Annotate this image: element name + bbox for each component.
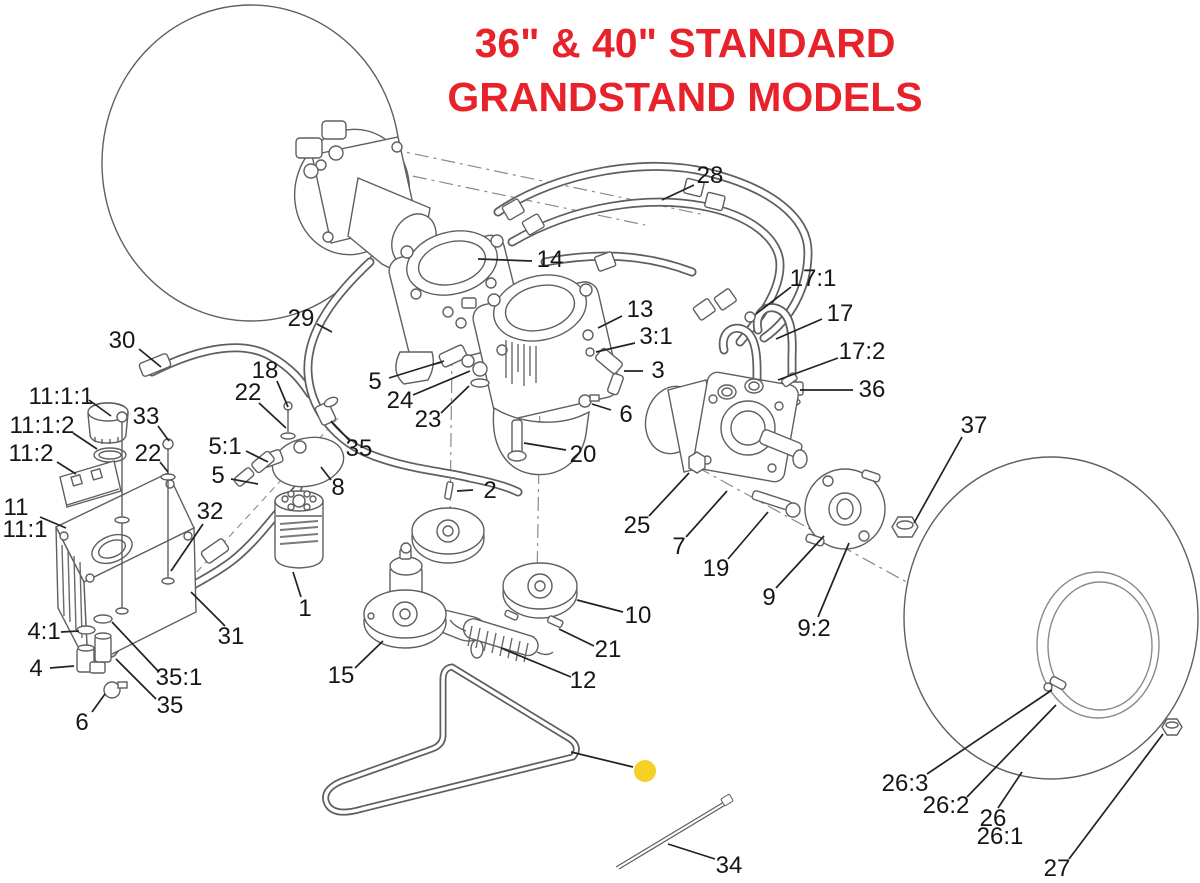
- hose-28: [493, 161, 813, 347]
- fitting-3: [585, 347, 624, 396]
- wheel-motor-7: [644, 371, 808, 518]
- filter-head-8: [233, 396, 345, 488]
- spring-12: [449, 618, 554, 663]
- pulley-10: [502, 562, 578, 629]
- belt-16: [322, 663, 580, 816]
- hose-30: [138, 343, 315, 399]
- leader-lines: [39, 184, 1164, 860]
- lug-nut-27: [1161, 718, 1183, 736]
- title-line-2: GRANDSTAND MODELS: [447, 74, 923, 121]
- page-title: 36" & 40" STANDARD GRANDSTAND MODELS: [420, 16, 950, 124]
- tank-fittings: [76, 614, 128, 699]
- valve-stem: [1043, 676, 1067, 692]
- cable-tie-34: [615, 794, 734, 870]
- highlight-dot[interactable]: [634, 760, 656, 782]
- pump-13: [472, 274, 620, 476]
- left-wheel-motor: [293, 120, 437, 271]
- title-line-1: 36" & 40" STANDARD: [474, 20, 896, 66]
- pulley-2: [411, 481, 485, 564]
- oil-filter-1: [274, 490, 324, 569]
- lug-nut-37: [891, 516, 919, 538]
- fitting-5-24-23: [438, 344, 490, 388]
- tank-decal: [59, 460, 122, 508]
- clamp-6-right: [578, 394, 600, 408]
- tank-bolts: [114, 411, 176, 615]
- right-tire: [903, 456, 1199, 780]
- bolt-20: [507, 419, 527, 462]
- hub-9: [804, 468, 886, 550]
- hose-29: [303, 257, 523, 497]
- pump-valve-combs: [505, 340, 537, 386]
